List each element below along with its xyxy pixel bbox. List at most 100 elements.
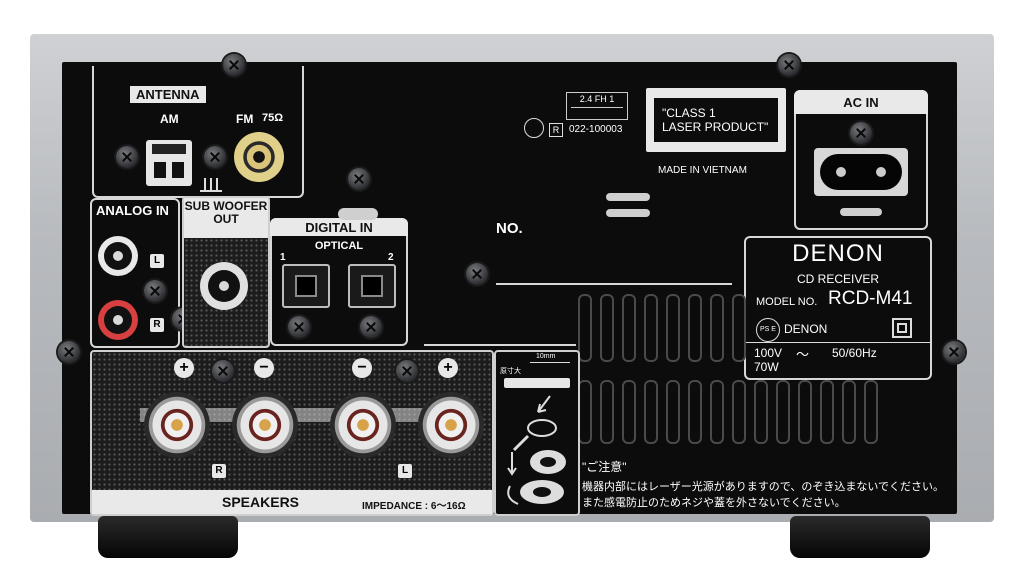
optical-input-2[interactable]	[348, 264, 396, 308]
speaker-right-negative-terminal[interactable]	[232, 392, 298, 458]
vent-slot	[732, 294, 746, 362]
wire-strip-diagram: 10mm 原寸大	[494, 350, 580, 516]
brand-logo: DENON	[792, 240, 884, 267]
right-foot	[790, 516, 930, 558]
vent-slot	[666, 294, 680, 362]
analog-in-section: ANALOG IN L R	[90, 198, 180, 348]
right-channel-label: R	[150, 318, 164, 332]
model-no-label: MODEL NO.	[756, 296, 818, 308]
vent-slot	[606, 209, 650, 217]
screw-icon	[116, 146, 138, 168]
vent-slot	[710, 294, 724, 362]
am-antenna-terminal[interactable]	[146, 140, 192, 186]
vent-slot	[710, 380, 724, 444]
digital-in-label: DIGITAL IN	[305, 220, 373, 235]
tele-mark-icon	[524, 118, 544, 138]
ac-power-inlet[interactable]	[814, 148, 908, 196]
ac-in-section: AC IN	[794, 90, 928, 230]
vent-slot	[864, 380, 878, 444]
vent-slot	[688, 294, 702, 362]
vent-slot	[338, 208, 378, 220]
digital-in-section: DIGITAL IN OPTICAL 1 2	[270, 218, 408, 346]
vent-slot	[644, 380, 658, 444]
chassis-screw-icon	[943, 341, 965, 363]
analog-in-left-jack[interactable]	[98, 236, 138, 276]
made-in-label: MADE IN VIETNAM	[658, 165, 747, 176]
subwoofer-section: SUB WOOFER OUT	[182, 196, 270, 348]
speaker-right-positive-terminal[interactable]	[144, 392, 210, 458]
wire-insertion-diagram	[507, 395, 566, 505]
power-rating: 70W	[754, 360, 779, 374]
vent-slot	[622, 380, 636, 444]
vent-slot	[732, 380, 746, 444]
caution-line-1: 機器内部にはレーザー光源がありますので、のぞき込まないでください。	[582, 481, 945, 493]
vent-slot	[820, 380, 834, 444]
ac-tilde: 〜	[796, 347, 810, 362]
pse-mark: PS E	[756, 318, 780, 342]
left-foot	[98, 516, 238, 558]
negative-terminal-icon: −	[352, 358, 372, 378]
cert-mark-box: 2.4 FH 1	[566, 92, 628, 120]
fm-impedance-label: 75Ω	[262, 112, 284, 124]
actual-size-label: 原寸大	[500, 368, 521, 375]
vent-slot	[644, 294, 658, 362]
wire-icon	[504, 378, 570, 388]
subwoofer-out-label: SUB WOOFER OUT	[184, 199, 268, 226]
positive-terminal-icon: +	[174, 358, 194, 378]
screw-icon	[144, 280, 166, 302]
rating-label: DENON CD RECEIVER MODEL NO. RCD-M41 PS E…	[744, 236, 932, 380]
caution-title: "ご注意"	[582, 460, 627, 474]
speaker-right-label: R	[212, 464, 226, 478]
ventilation-grille	[572, 294, 746, 374]
vent-slot	[578, 294, 592, 362]
frequency-rating: 50/60Hz	[832, 346, 877, 360]
speaker-left-positive-terminal[interactable]	[418, 392, 484, 458]
negative-terminal-icon: −	[254, 358, 274, 378]
double-insulation-icon	[892, 318, 912, 338]
positive-terminal-icon: +	[438, 358, 458, 378]
screw-icon	[288, 316, 310, 338]
registered-mark: R	[549, 123, 563, 137]
analog-in-label: ANALOG IN	[96, 203, 169, 218]
ventilation-grille	[572, 380, 892, 450]
analog-in-right-jack[interactable]	[98, 300, 138, 340]
optical-input-1[interactable]	[282, 264, 330, 308]
left-channel-label: L	[150, 254, 164, 268]
optical-port-2-label: 2	[388, 252, 394, 263]
serial-number-label: NO.	[496, 220, 523, 237]
vent-slot	[600, 294, 614, 362]
product-type: CD RECEIVER	[796, 272, 879, 286]
cert-code: 022-100003	[569, 124, 623, 135]
vent-slot	[798, 380, 812, 444]
speaker-left-negative-terminal[interactable]	[330, 392, 396, 458]
vent-slot	[578, 380, 592, 444]
divider-line	[424, 344, 576, 346]
impedance-label: IMPEDANCE : 6〜16Ω	[362, 501, 466, 512]
laser-class-text: "CLASS 1	[662, 106, 716, 120]
serial-number-line	[496, 283, 732, 285]
antenna-section: ANTENNA AM FM 75Ω	[92, 66, 304, 198]
screw-icon	[396, 360, 418, 382]
caution-line-2: また感電防止のためネジや蓋を外さないでください。	[582, 497, 846, 509]
screw-icon	[850, 122, 872, 144]
optical-label: OPTICAL	[314, 240, 364, 252]
subwoofer-out-jack[interactable]	[200, 262, 248, 310]
chassis-screw-icon	[223, 54, 245, 76]
antenna-label: ANTENNA	[130, 86, 206, 103]
vent-slot	[842, 380, 856, 444]
speakers-section: + − − + R L SPEAKERS IMPEDANCE : 6〜16Ω	[90, 350, 494, 516]
vent-slot	[666, 380, 680, 444]
brand-small: DENON	[784, 322, 828, 336]
screw-icon	[466, 263, 488, 285]
laser-label: "CLASS 1 LASER PRODUCT"	[646, 88, 786, 152]
chassis-screw-icon	[778, 54, 800, 76]
cert-mark-label: 2.4 FH 1	[579, 94, 615, 104]
speakers-label: SPEAKERS	[222, 494, 300, 510]
ground-icon	[200, 176, 222, 192]
ac-in-label: AC IN	[843, 95, 879, 110]
vent-slot	[622, 294, 636, 362]
voltage-rating: 100V	[754, 346, 783, 360]
vent-slot	[754, 380, 768, 444]
vent-slot	[776, 380, 790, 444]
fm-antenna-connector[interactable]	[234, 132, 284, 182]
